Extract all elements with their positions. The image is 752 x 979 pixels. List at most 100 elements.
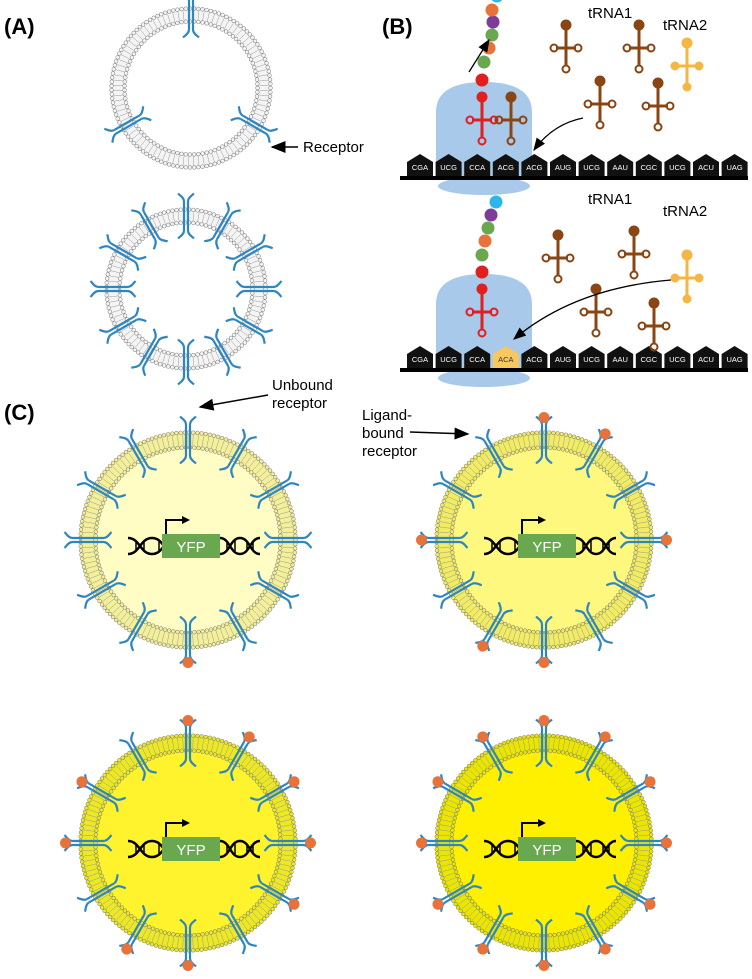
lipid-head — [145, 136, 150, 141]
lipid-head — [273, 508, 278, 514]
receptor-head — [103, 127, 117, 143]
lipid-tail — [634, 511, 646, 515]
lipid-head — [270, 471, 275, 476]
lipid-head — [145, 438, 151, 443]
lipid-tail — [127, 237, 135, 245]
receptor-stem — [587, 611, 605, 640]
lipid-head — [219, 639, 225, 645]
lipid-head — [637, 489, 643, 494]
lipid-tail — [84, 859, 95, 862]
lipid-head — [223, 437, 229, 442]
lipid-tail — [267, 785, 277, 792]
lipid-tail — [142, 444, 148, 455]
lipid-head — [530, 430, 535, 436]
codon-block — [521, 346, 548, 368]
lipid-tail — [201, 738, 204, 750]
lipid-tail — [611, 466, 620, 475]
lipid-head — [132, 347, 137, 352]
lipid-tail — [455, 482, 465, 489]
lipid-head — [514, 929, 520, 934]
trna1-free — [617, 225, 651, 280]
lipid-head — [514, 449, 520, 454]
lipid-head — [80, 817, 86, 823]
lipid-head — [478, 908, 484, 913]
lipid-tail — [638, 531, 650, 534]
lipid-head — [567, 736, 573, 741]
lipid-head — [293, 849, 298, 854]
lipid-tail — [117, 108, 126, 112]
receptor — [605, 774, 656, 812]
trna-loop — [465, 115, 475, 125]
lipid-head — [262, 892, 267, 897]
lipid-head — [187, 165, 193, 170]
lipid-tail — [517, 740, 521, 752]
lipid-head — [485, 767, 490, 773]
lipid-head — [170, 365, 175, 370]
lipid-tail — [271, 582, 282, 589]
lipid-head — [174, 365, 179, 371]
lipid-head — [249, 299, 254, 304]
receptor-tail — [152, 328, 168, 342]
receptor-stem — [442, 882, 471, 900]
lipid-head — [191, 352, 196, 358]
lipid-head — [518, 627, 524, 632]
lipid-tail — [215, 933, 220, 944]
lipid-head — [196, 629, 201, 635]
lipid-head — [154, 753, 160, 758]
lipid-head — [102, 800, 108, 805]
lipid-tail — [182, 156, 185, 166]
lipid-tail — [275, 501, 287, 506]
lipid-tail — [442, 868, 454, 872]
lipid-head — [450, 857, 456, 862]
lipid-tail — [464, 470, 474, 478]
lipid-head — [488, 462, 493, 467]
lipid-head — [289, 811, 294, 817]
lipid-tail — [472, 765, 480, 774]
lipid-head — [458, 881, 464, 886]
lipid-tail — [115, 103, 125, 107]
lipid-tail — [177, 211, 180, 221]
lipid-head — [123, 131, 128, 136]
lipid-tail — [468, 605, 477, 614]
lipid-head — [78, 851, 84, 856]
lipid-head — [649, 529, 654, 534]
lipid-head — [216, 625, 222, 630]
lipid-tail — [638, 546, 650, 549]
lipid-head — [94, 550, 99, 555]
lipid-tail — [633, 506, 645, 511]
receptor — [432, 471, 483, 509]
lipid-head — [616, 592, 621, 598]
lipid-head — [101, 803, 106, 809]
lipid-head — [523, 447, 528, 452]
lipid-head — [272, 873, 277, 879]
lipid-head — [571, 434, 577, 439]
receptor-stem — [143, 340, 160, 367]
lipid-head — [253, 102, 258, 107]
lipid-head — [245, 608, 251, 613]
codon-block — [464, 346, 491, 368]
lipid-tail — [445, 501, 457, 506]
lipid-head — [127, 931, 132, 936]
lipid-head — [514, 752, 520, 757]
lipid-head — [119, 473, 125, 478]
amino-acid — [590, 283, 602, 295]
lipid-tail — [280, 819, 291, 823]
lipid-head — [580, 621, 585, 627]
lipid-head — [453, 779, 458, 785]
lipid-tail — [614, 470, 624, 478]
lipid-head — [167, 162, 172, 167]
receptor-tail — [469, 571, 483, 587]
lipid-tail — [232, 142, 239, 150]
receptor-head — [89, 280, 99, 298]
lipid-head — [601, 911, 607, 916]
lipid-tail — [254, 112, 264, 117]
lipid-tail — [252, 304, 262, 308]
receptor — [177, 192, 195, 240]
receptor-tail — [219, 465, 235, 479]
lipid-head — [94, 521, 100, 526]
lipid-head — [441, 498, 446, 504]
lipid-tail — [82, 834, 94, 837]
lipid-head — [275, 597, 280, 602]
lipid-head — [273, 566, 278, 572]
